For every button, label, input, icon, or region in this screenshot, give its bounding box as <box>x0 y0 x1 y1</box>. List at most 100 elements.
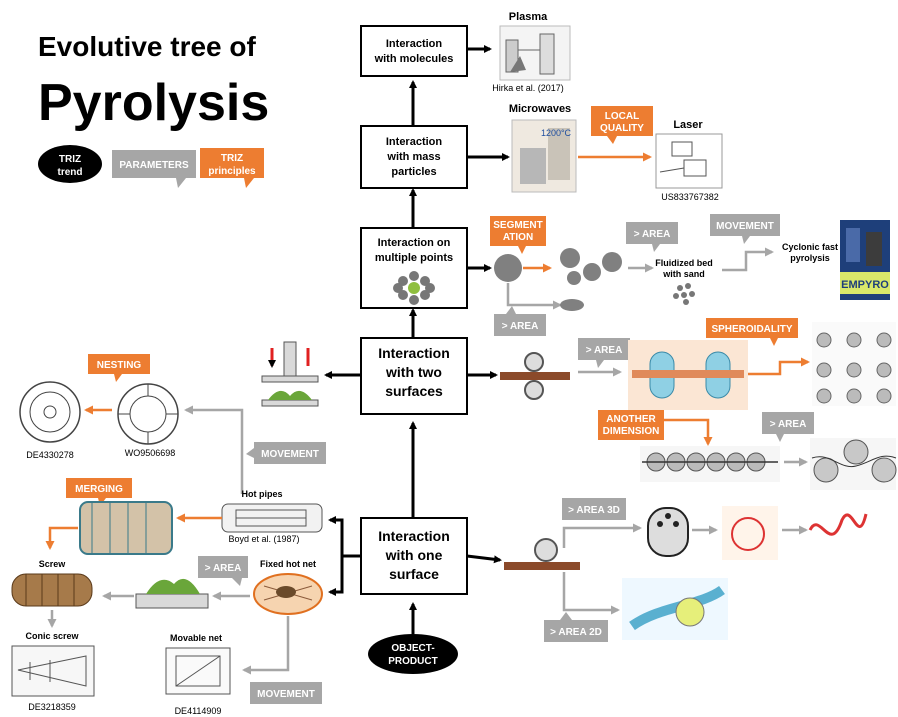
de4330278-ref: DE4330278 <box>26 450 74 460</box>
de4114909-ref: DE4114909 <box>175 706 222 716</box>
fixed-hot-net-image <box>253 573 323 615</box>
fixednet-to-movable-arrow <box>242 616 290 675</box>
legend-triz-principles-line2: principles <box>208 166 256 177</box>
wo9506698-image <box>117 383 179 445</box>
legend-triz-trend-line2: trend <box>58 167 83 178</box>
principle-nesting: NESTING <box>88 354 150 382</box>
stage-mass-particles: Interaction with mass particles <box>360 125 468 189</box>
merged-cylinder-image <box>79 501 173 555</box>
area-multi-bottom-text: > AREA <box>502 321 539 332</box>
local-quality-line2: QUALITY <box>600 123 644 134</box>
segmentation-line1: SEGMENT <box>493 220 542 231</box>
de3218359-ref: DE3218359 <box>28 702 76 712</box>
param-area-multi-bottom: > AREA <box>494 306 546 336</box>
principle-spheroidality: SPHEROIDALITY <box>706 318 798 346</box>
legend-triz-trend-line1: TRIZ <box>59 154 81 165</box>
fluidized-bed-line1: Fluidized bed <box>655 258 713 268</box>
single-sphere-image <box>494 254 522 282</box>
to-area3d-arrow <box>562 523 642 548</box>
stage-two-surfaces: Interaction with two surfaces <box>360 337 468 415</box>
param-movement-multi: MOVEMENT <box>710 214 780 244</box>
stage-one-line3: surface <box>389 566 439 582</box>
area-multi-top-text: > AREA <box>634 229 671 240</box>
one-to-hotpipes-arrow <box>328 516 361 558</box>
multiple-spheres-image <box>560 248 622 285</box>
param-area-two-right: > AREA <box>762 412 814 442</box>
screw-image <box>11 573 93 607</box>
hirka-ref: Hirka et al. (2017) <box>492 83 564 93</box>
stage-two-line3: surfaces <box>385 383 443 399</box>
principle-merging: MERGING <box>66 478 132 506</box>
de4330278-image <box>19 381 81 443</box>
another-dimension-line1: ANOTHER <box>606 414 656 425</box>
param-area-multi-top: > AREA <box>626 222 678 252</box>
root-line2: PRODUCT <box>388 656 437 667</box>
root-object-product: OBJECT- PRODUCT <box>368 634 458 674</box>
movable-net-image <box>165 647 231 695</box>
title-line2: Pyrolysis <box>38 74 269 132</box>
red-spiral-image <box>808 513 868 536</box>
wo9506698-ref: WO9506698 <box>125 448 176 458</box>
spheroidality-arrow <box>748 357 810 376</box>
principle-local-quality: LOCAL QUALITY <box>591 106 653 144</box>
screw-label: Screw <box>39 559 67 569</box>
laser-label: Laser <box>673 119 703 131</box>
merging-to-screw-arrow <box>45 526 78 550</box>
spheroidality-text: SPHEROIDALITY <box>711 324 792 335</box>
single-roller-image <box>504 538 580 570</box>
hot-pipes-image <box>221 503 323 533</box>
area-two-right-text: > AREA <box>770 419 807 430</box>
legend-parameters: PARAMETERS <box>112 150 196 188</box>
to-area2d-arrow <box>562 572 620 615</box>
local-quality-line1: LOCAL <box>605 111 639 122</box>
flat-belt-image <box>622 578 728 640</box>
legend-triz-principles: TRIZ principles <box>200 148 264 188</box>
another-dimension-arrow <box>660 418 713 446</box>
multi-points-icon <box>393 271 435 305</box>
bed-to-cyclonic-arrow <box>722 247 774 272</box>
segmentation-line2: ATION <box>503 232 533 243</box>
rollers-image <box>500 352 570 400</box>
one-to-roller-arrow <box>466 554 502 564</box>
stage-multi-line1: Interaction on <box>378 237 451 249</box>
movement-multi-text: MOVEMENT <box>716 221 774 232</box>
plasma-label: Plasma <box>509 11 548 23</box>
param-area-2d: > AREA 2D <box>544 612 608 642</box>
stage-one-surface: Interaction with one surface <box>360 517 468 595</box>
one-to-fixednet-arrow <box>328 556 344 596</box>
stage-molecules-line1: Interaction <box>386 38 443 50</box>
nesting-text: NESTING <box>97 360 142 371</box>
bearings-grid-image <box>812 322 896 406</box>
roller-conveyor-image <box>640 446 780 482</box>
wave-rollers-image <box>810 438 897 490</box>
stage-molecules-line2: with molecules <box>374 53 454 65</box>
laser-patent-ref: US833767382 <box>661 192 719 202</box>
param-movement-bottom: MOVEMENT <box>250 682 322 704</box>
stage-two-line2: with two <box>385 364 442 380</box>
conic-screw-image <box>11 645 95 697</box>
movement-left-text: MOVEMENT <box>261 449 319 460</box>
fluidized-bed-line2: with sand <box>662 269 705 279</box>
bristle-cylinder-image <box>647 507 689 557</box>
flat-plate-image <box>135 578 209 609</box>
hot-pipes-label: Hot pipes <box>241 489 282 499</box>
movable-net-label: Movable net <box>170 633 222 643</box>
legend-triz-trend: TRIZ trend <box>38 145 102 183</box>
empyro-image: EMPYRO <box>840 220 890 300</box>
stage-multiple-points: Interaction on multiple points <box>360 227 468 309</box>
area-3d-text: > AREA 3D <box>568 505 620 516</box>
stage-mass-line3: particles <box>391 166 436 178</box>
param-area-left: > AREA <box>198 556 248 586</box>
area-two-text: > AREA <box>586 345 623 356</box>
legend-parameters-text: PARAMETERS <box>119 160 189 171</box>
title-line1: Evolutive tree of <box>38 31 257 62</box>
movement-bottom-text: MOVEMENT <box>257 689 315 700</box>
root-line1: OBJECT- <box>391 643 434 654</box>
area-2d-text: > AREA 2D <box>550 627 602 638</box>
sand-particles-image <box>673 283 695 305</box>
area-left-text: > AREA <box>205 563 242 574</box>
microwaves-label: Microwaves <box>509 103 571 115</box>
merging-text: MERGING <box>75 484 123 495</box>
cylinder-rollers-image <box>628 340 748 410</box>
stage-one-line1: Interaction <box>378 528 450 544</box>
